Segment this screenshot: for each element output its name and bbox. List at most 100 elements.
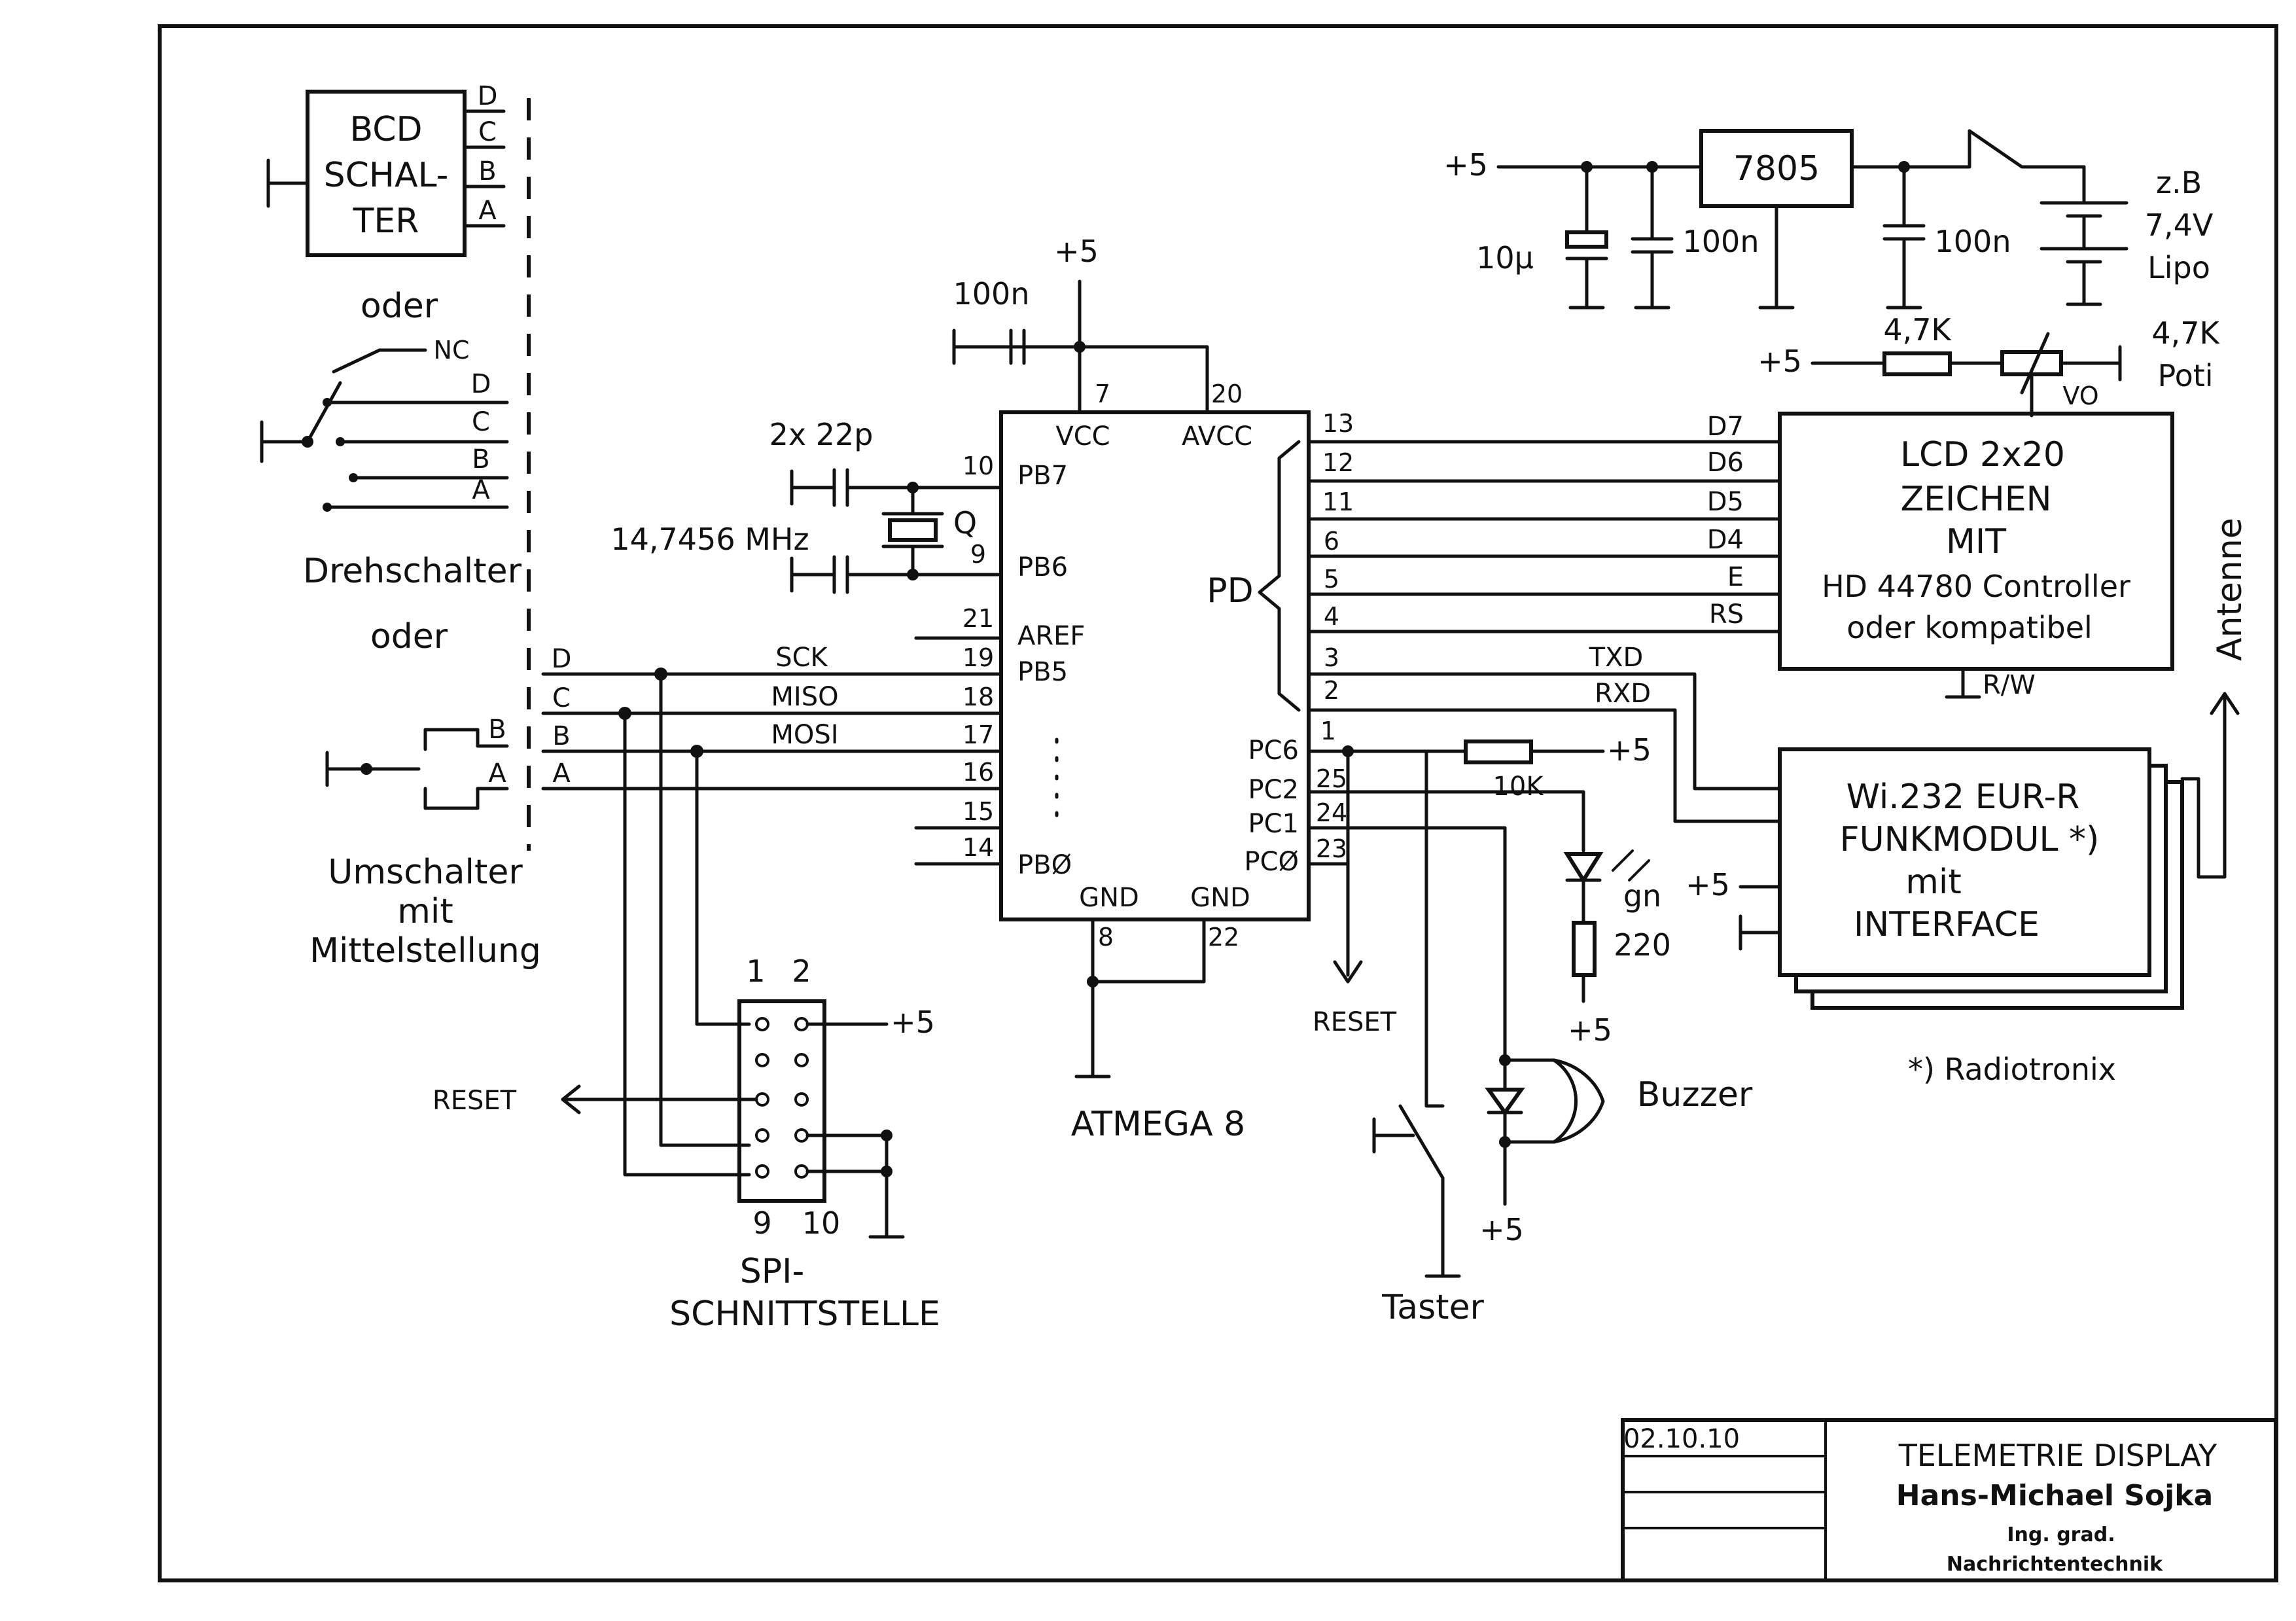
periph-vplus-pullup: +5 <box>1607 732 1651 768</box>
regulator-label: 7805 <box>1733 149 1820 188</box>
periph-vplus-led: +5 <box>1568 1012 1612 1048</box>
spi-label-2: SCHNITTSTELLE <box>669 1294 940 1334</box>
bus-pin-c: C <box>552 683 571 713</box>
psu-cap1: 10µ <box>1476 240 1534 276</box>
lcd-display: LCD 2x20 ZEICHEN MIT HD 44780 Controller… <box>1307 412 2174 700</box>
mcu-left-pin-lbl-2: AREF <box>1017 621 1085 651</box>
lcd-line-4: HD 44780 Controller <box>1822 569 2130 604</box>
mcu-pd-pin-5: 4 <box>1324 602 1339 631</box>
mcu-pd-pin-1: 12 <box>1322 448 1354 477</box>
periph-r10k: 10K <box>1492 772 1544 802</box>
umschalter-label-1: Umschalter <box>328 853 523 892</box>
mcu-left-pin-num-3: 19 <box>963 643 994 672</box>
drawing-frame <box>158 24 2278 1582</box>
mcu-pc-num-0: 1 <box>1320 717 1336 745</box>
drehschalter-label: Drehschalter <box>303 552 522 591</box>
rotary-pin-a: A <box>472 475 490 505</box>
sig-sck: SCK <box>775 643 828 673</box>
atmega8: +5 100n 7 20 VCC AVCC 10 PB7 9 PB6 21 AR… <box>952 234 1354 1144</box>
battery-2: 7,4V <box>2145 207 2214 243</box>
spi-header: 1 2 9 10 +5 RESET SPI- SCHNITTSTELLE <box>433 953 940 1334</box>
mcu-pc-lbl-1: PC2 <box>1248 775 1299 805</box>
mcu-pd-pin-4: 5 <box>1324 565 1339 594</box>
mcu-left-pin-lbl-8: PBØ <box>1017 850 1072 880</box>
spi-pin2: 2 <box>792 953 811 989</box>
psu-cap2: 100n <box>1683 224 1759 259</box>
radio-vplus: +5 <box>1686 867 1730 902</box>
radio-line-1: Wi.232 EUR-R <box>1846 777 2080 817</box>
toggle-switch: B A <box>325 715 509 810</box>
lcd-pin-rs: RS <box>1709 599 1744 630</box>
lcd-body <box>1778 412 2174 671</box>
contrast-poti-2: Poti <box>2157 358 2213 393</box>
lcd-line-3: MIT <box>1946 522 2006 561</box>
spi-pin10: 10 <box>802 1205 841 1241</box>
mcu-vcc-top: +5 <box>1054 234 1099 269</box>
oder-label-2: oder <box>370 617 448 656</box>
mcu-cap-100n: 100n <box>953 276 1030 312</box>
radio-note: *) Radiotronix <box>1908 1052 2116 1087</box>
radio-module: TXD RXD Wi.232 EUR-R FUNKMODUL *) mit IN… <box>1307 518 2250 1087</box>
contrast-vplus: +5 <box>1757 344 1802 379</box>
mcu-pc-num-1: 25 <box>1316 764 1347 793</box>
lcd-pin-d7: D7 <box>1707 412 1744 442</box>
mcu-pin-7: 7 <box>1095 380 1110 408</box>
lcd-rw: R/W <box>1983 670 2036 700</box>
mcu-left-pin-lbl-1: PB6 <box>1017 552 1068 582</box>
bus-pin-b: B <box>552 721 570 751</box>
pd-brace <box>1258 440 1301 712</box>
mcu-pd-pin-3: 6 <box>1324 527 1339 556</box>
bus-pin-d: D <box>552 644 572 674</box>
oder-label-1: oder <box>361 287 438 326</box>
mcu-gnd-pin-8: 8 <box>1098 923 1114 952</box>
contrast-circuit: +5 4,7K 4,7K Poti VO <box>1757 312 2220 418</box>
mcu-pc-lbl-3: PCØ <box>1244 847 1299 877</box>
lcd-pin-d4: D4 <box>1707 525 1744 555</box>
radio-line-4: INTERFACE <box>1854 905 2040 944</box>
mcu-pd-pin-0: 13 <box>1322 409 1354 438</box>
bcd-pin-b: B <box>478 156 496 187</box>
toggle-pin-b: B <box>488 715 506 745</box>
periph-reset-out: RESET <box>1313 1007 1397 1037</box>
lcd-line-2: ZEICHEN <box>1901 480 2052 519</box>
mcu-left-pin-num-8: 14 <box>963 833 994 862</box>
lcd-line-5: oder kompatibel <box>1846 610 2093 645</box>
rotary-switch: NC D C B A <box>260 336 509 512</box>
radio-line-3: mit <box>1905 863 1962 902</box>
mcu-pin-20: 20 <box>1211 380 1243 408</box>
sig-miso: MISO <box>771 682 838 712</box>
mcu-lbl-vcc: VCC <box>1055 421 1110 452</box>
mcu-left-pin-num-2: 21 <box>963 604 994 633</box>
periph-buzzer: Buzzer <box>1637 1075 1753 1114</box>
radio-body <box>1778 747 2151 977</box>
mcu-pc-num-2: 24 <box>1316 798 1347 827</box>
contrast-poti-1: 4,7K <box>2151 315 2220 351</box>
mcu-pc-lbl-2: PC1 <box>1248 809 1299 839</box>
rotary-pin-b: B <box>472 444 489 474</box>
psu-cap3: 100n <box>1935 224 2011 259</box>
contrast-r: 4,7K <box>1883 312 1952 347</box>
toggle-pin-a: A <box>488 758 506 789</box>
mcu-name: ATMEGA 8 <box>1071 1105 1246 1144</box>
lcd-pin-d6: D6 <box>1707 448 1744 478</box>
rotary-nc: NC <box>434 336 470 365</box>
lcd-pin-d5: D5 <box>1707 487 1744 517</box>
contrast-vo: VO <box>2062 382 2098 410</box>
battery-3: Lipo <box>2147 250 2210 285</box>
spi-pin9: 9 <box>752 1205 771 1241</box>
mcu-lbl-avcc: AVCC <box>1182 421 1252 452</box>
mcu-gnd-1: GND <box>1079 883 1139 913</box>
spi-pin1: 1 <box>746 953 765 989</box>
mcu-pd-pin-2: 11 <box>1322 488 1354 516</box>
mcu-left-pin-num-7: 15 <box>963 797 994 826</box>
radio-rxd: RXD <box>1595 679 1651 709</box>
crystal-caps: 2x 22p <box>769 417 874 452</box>
tb-date: 02.10.10 <box>1623 1424 1740 1454</box>
title-block: 02.10.10 TELEMETRIE DISPLAY Hans-Michael… <box>1621 1418 2278 1582</box>
mcu-left-pin-lbl-3: PB5 <box>1017 657 1068 687</box>
mcu-left-pin-num-5: 17 <box>963 721 994 749</box>
bcd-title-3: TER <box>353 202 419 241</box>
tb-field: Nachrichtentechnik <box>1947 1553 2163 1576</box>
periph-taster: Taster <box>1381 1288 1484 1327</box>
